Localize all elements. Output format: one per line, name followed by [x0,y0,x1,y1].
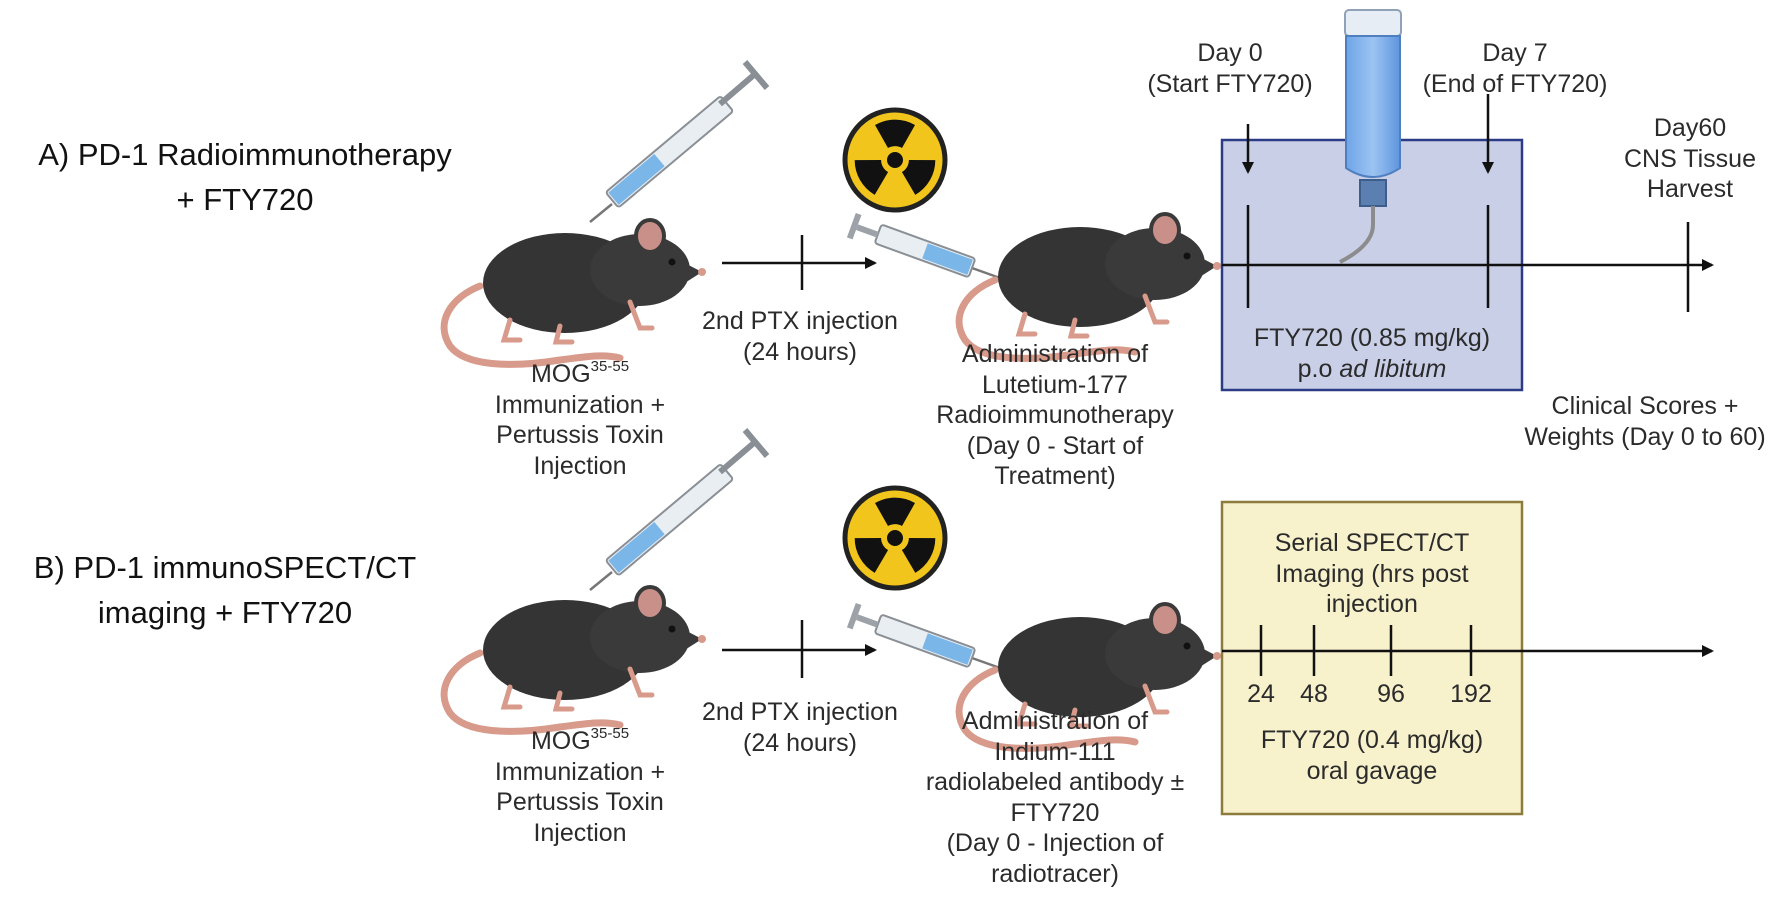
imaging-box [1220,500,1524,816]
admin-line: radiolabeled antibody ± [925,768,1185,796]
imaging-header-line: Imaging (hrs post [1275,559,1469,588]
ptx-line1: 2nd PTX injection [702,698,898,726]
day7-label: Day 7 (End of FTY720) [1410,38,1620,99]
fty-route-prefix: p.o [1297,354,1340,383]
syringe-icon [845,601,1002,673]
immunization-line3: Pertussis Toxin [496,421,664,449]
panel-b-title: B) PD-1 immunoSPECT/CT imaging + FTY720 [0,546,450,636]
day0-line1: Day 0 [1197,39,1263,67]
imaging-box-header: Serial SPECT/CT Imaging (hrs post inject… [1222,528,1522,620]
panel-a-title: A) PD-1 Radioimmunotherapy + FTY720 [0,133,490,223]
admin-line: Administration of [961,340,1149,368]
tick-label-192: 192 [1450,680,1492,708]
admin-line: (Day 0 - Start of [966,431,1144,460]
admin-line: Treatment) [994,462,1116,490]
day60-line2: CNS Tissue [1624,144,1756,173]
immunization-line3: Pertussis Toxin [496,788,664,816]
mog-sup: 35-55 [590,358,630,375]
tick-label-96: 96 [1377,680,1405,708]
clinical-line2: Weights (Day 0 to 60) [1524,422,1766,451]
tick-label-48: 48 [1300,680,1328,708]
admin-line: FTY720 [1010,798,1100,827]
mog-base: MOG [530,360,591,388]
admin-line: radiotracer) [991,859,1119,888]
admin-line: Administration of [961,707,1149,735]
ptx-label-b: 2nd PTX injection (24 hours) [680,697,920,758]
mouse-icon [959,214,1221,358]
fty-route-line: p.o ad libitum [1222,354,1522,385]
mog-line: MOG35-55 [470,725,690,757]
day60-line3: Harvest [1646,175,1734,203]
fty720-box-label: FTY720 (0.85 mg/kg) p.o ad libitum [1222,323,1522,384]
imaging-fty-label: FTY720 (0.4 mg/kg) oral gavage [1222,725,1522,786]
panel-b-title-line2: imaging + FTY720 [97,594,353,630]
admin-line: (Day 0 - Injection of [946,829,1164,857]
tick-label-24: 24 [1247,680,1275,708]
imaging-fty-line2: oral gavage [1306,756,1438,785]
immunization-line4: Injection [533,818,627,847]
mog-sup: 35-55 [590,725,630,742]
immunization-line2: Immunization + [494,390,666,419]
panel-a-graphics [444,9,1714,392]
ptx-line2: (24 hours) [743,728,857,757]
day0-line2: (Start FTY720) [1147,69,1313,98]
panel-a-title-line1: A) PD-1 Radioimmunotherapy [38,137,452,172]
mog-line: MOG35-55 [470,358,690,390]
imaging-header-line: Serial SPECT/CT [1274,529,1470,557]
immunization-label-b: MOG35-55 Immunization + Pertussis Toxin … [470,725,690,848]
day60-line1: Day60 [1653,114,1727,142]
ptx-label-a: 2nd PTX injection (24 hours) [680,306,920,367]
fty-dose-line: FTY720 (0.85 mg/kg) [1253,324,1491,352]
syringe-icon [590,62,767,222]
mouse-icon [444,587,706,731]
clinical-label: Clinical Scores + Weights (Day 0 to 60) [1510,391,1780,452]
syringe-icon [845,211,1002,283]
admin-line: Lutetium-177 [982,370,1128,399]
administration-label-b: Administration of Indium-111 radiolabele… [915,706,1195,889]
day7-line1: Day 7 [1482,39,1548,67]
mouse-icon [444,220,706,364]
ptx-line2: (24 hours) [743,337,857,366]
panel-b-title-line1: B) PD-1 immunoSPECT/CT [33,550,417,585]
radiation-icon [845,110,945,210]
clinical-line1: Clinical Scores + [1551,392,1739,420]
immunization-label-a: MOG35-55 Immunization + Pertussis Toxin … [470,358,690,481]
administration-label-a: Administration of Lutetium-177 Radioimmu… [915,339,1195,492]
immunization-line2: Immunization + [494,757,666,786]
ptx-line1: 2nd PTX injection [702,307,898,335]
radiation-icon [845,488,945,588]
day0-label: Day 0 (Start FTY720) [1130,38,1330,99]
water-bottle-icon [1339,9,1402,264]
immunization-line4: Injection [533,451,627,480]
panel-b-graphics [444,430,1714,816]
fty-route-italic: ad libitum [1339,354,1447,383]
imaging-fty-line1: FTY720 (0.4 mg/kg) [1260,726,1484,754]
imaging-header-line: injection [1326,590,1418,618]
admin-line: Radioimmunotherapy [936,401,1174,429]
day60-label: Day60 CNS Tissue Harvest [1600,113,1780,205]
mog-base: MOG [530,727,591,755]
panel-a-title-line2: + FTY720 [176,181,314,217]
admin-line: Indium-111 [994,737,1116,766]
day7-line2: (End of FTY720) [1422,69,1608,98]
